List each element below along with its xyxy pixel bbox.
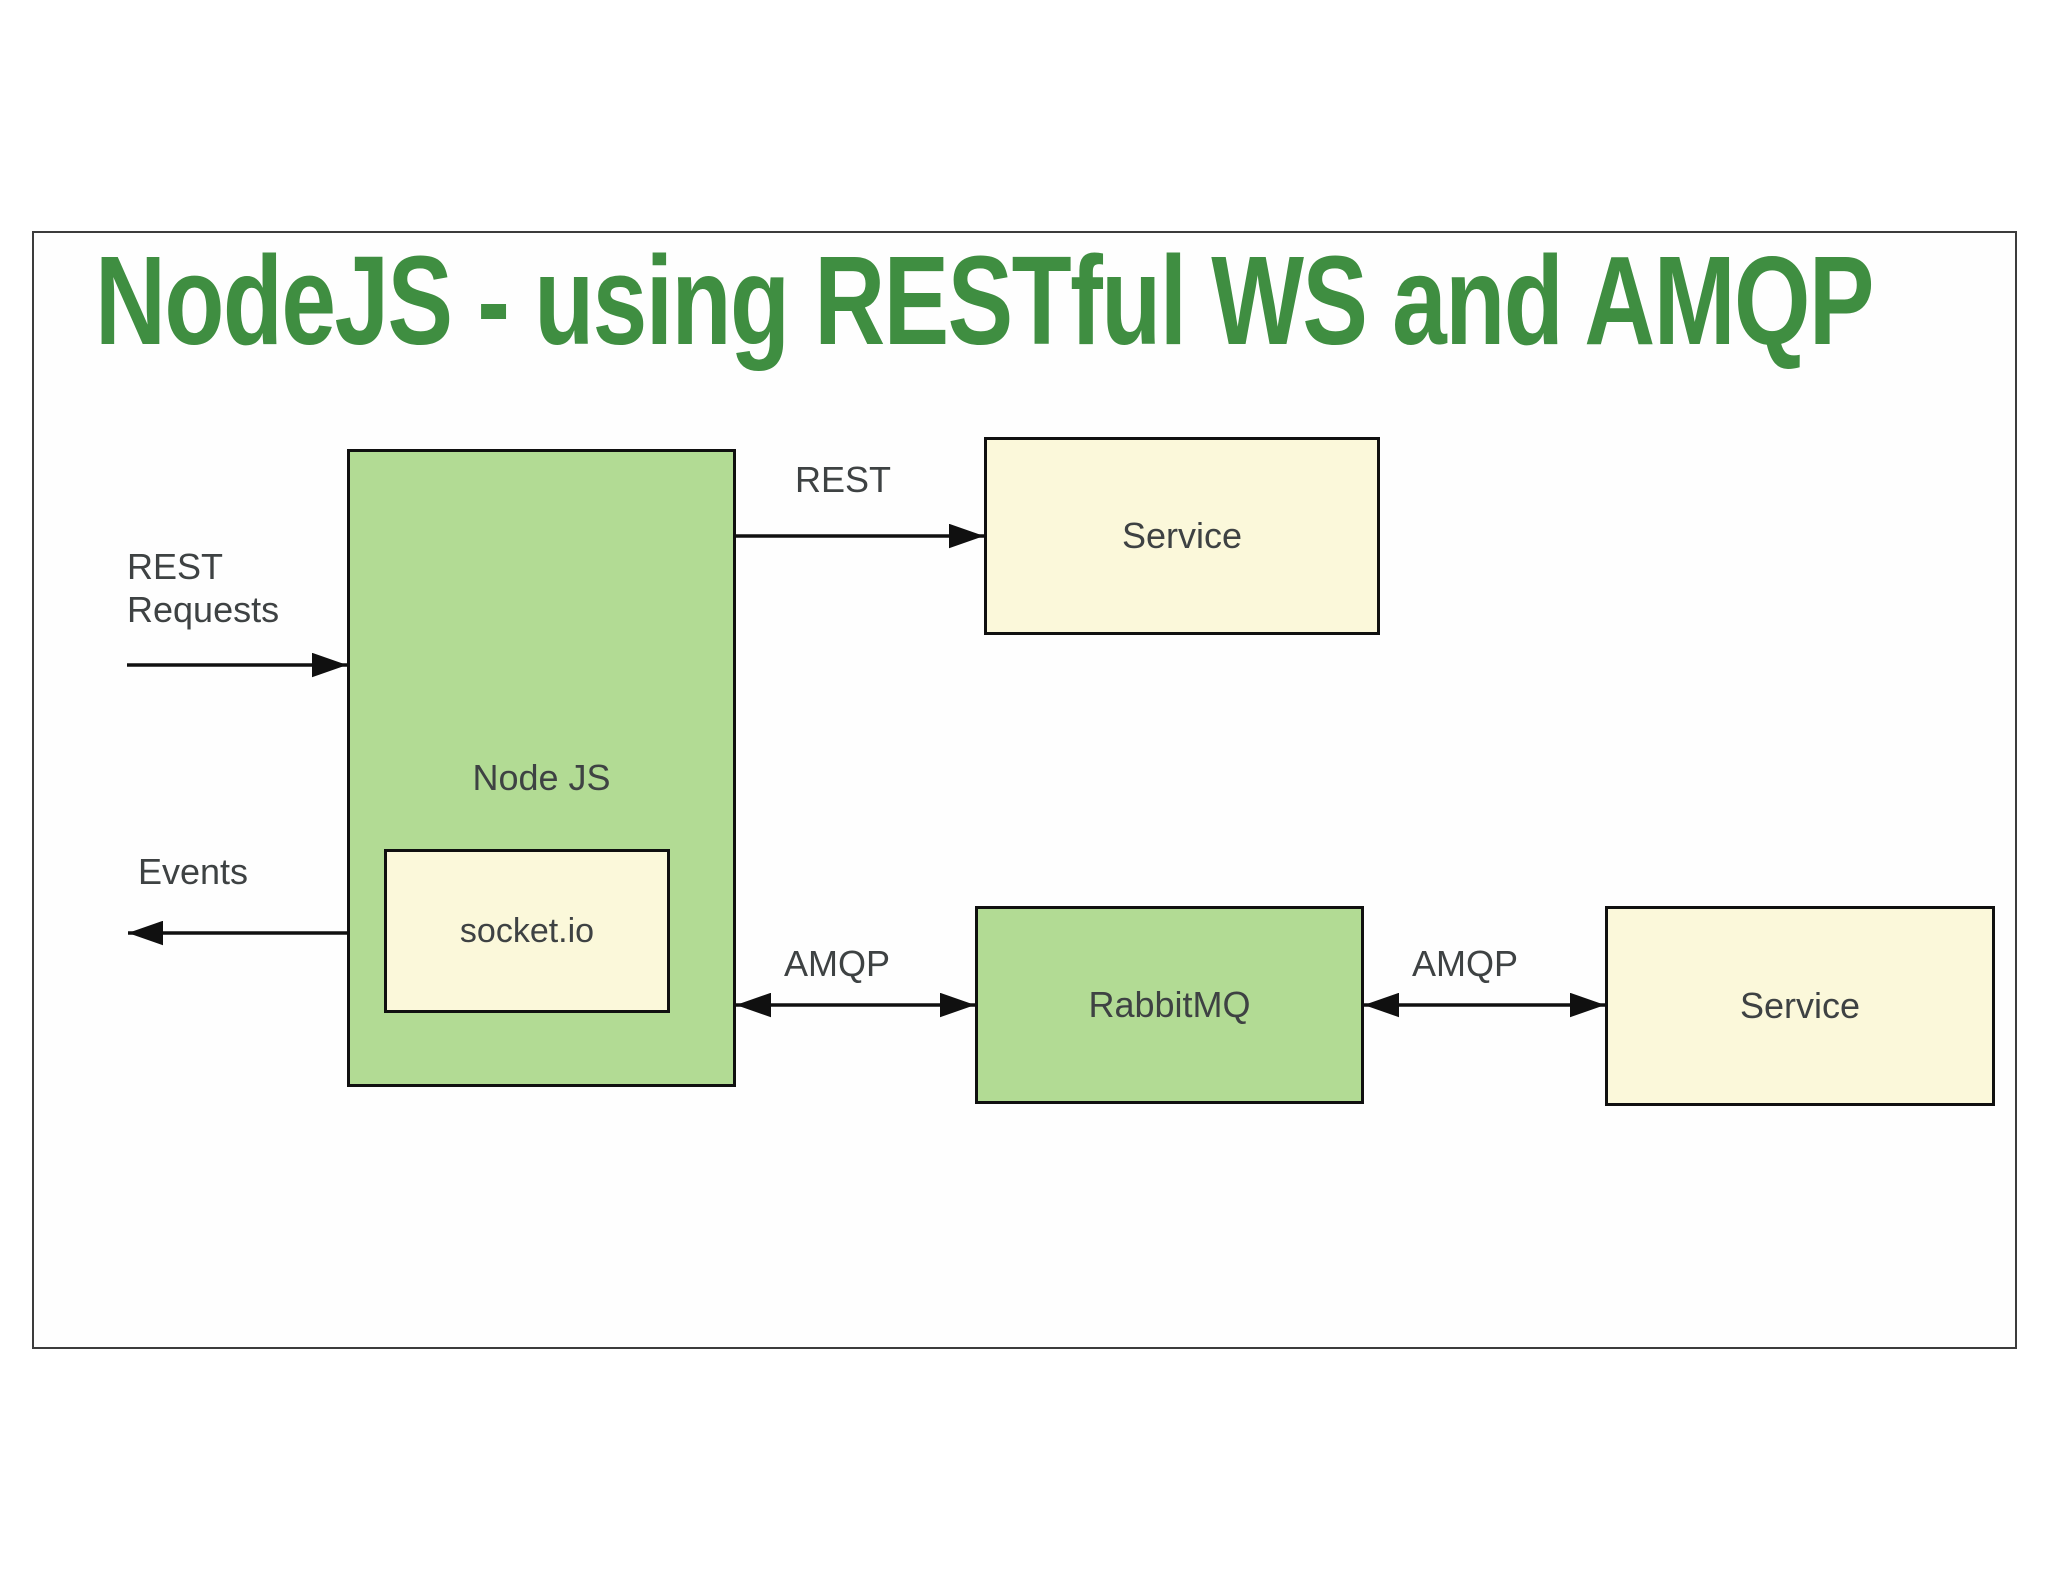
diagram-title: NodeJS - using RESTful WS and AMQP <box>95 230 1874 371</box>
node-rabbitmq: RabbitMQ <box>975 906 1364 1104</box>
node-rabbitmq-label: RabbitMQ <box>1088 984 1251 1026</box>
node-service-top-label: Service <box>1121 515 1243 557</box>
edge-label-events: Events <box>138 851 249 892</box>
node-service-right: Service <box>1605 906 1995 1106</box>
node-service-top: Service <box>984 437 1380 635</box>
edge-label-rest-requests: REST Requests <box>127 546 280 631</box>
edge-label-amqp-right: AMQP <box>1412 943 1519 984</box>
node-nodejs-label: Node JS <box>472 757 611 798</box>
slide-frame <box>32 231 2017 1349</box>
edge-label-amqp-left: AMQP <box>784 943 891 984</box>
node-socketio: socket.io <box>384 849 670 1013</box>
node-socketio-label: socket.io <box>459 911 595 950</box>
node-service-right-label: Service <box>1739 985 1861 1027</box>
edge-label-rest: REST <box>795 459 892 500</box>
